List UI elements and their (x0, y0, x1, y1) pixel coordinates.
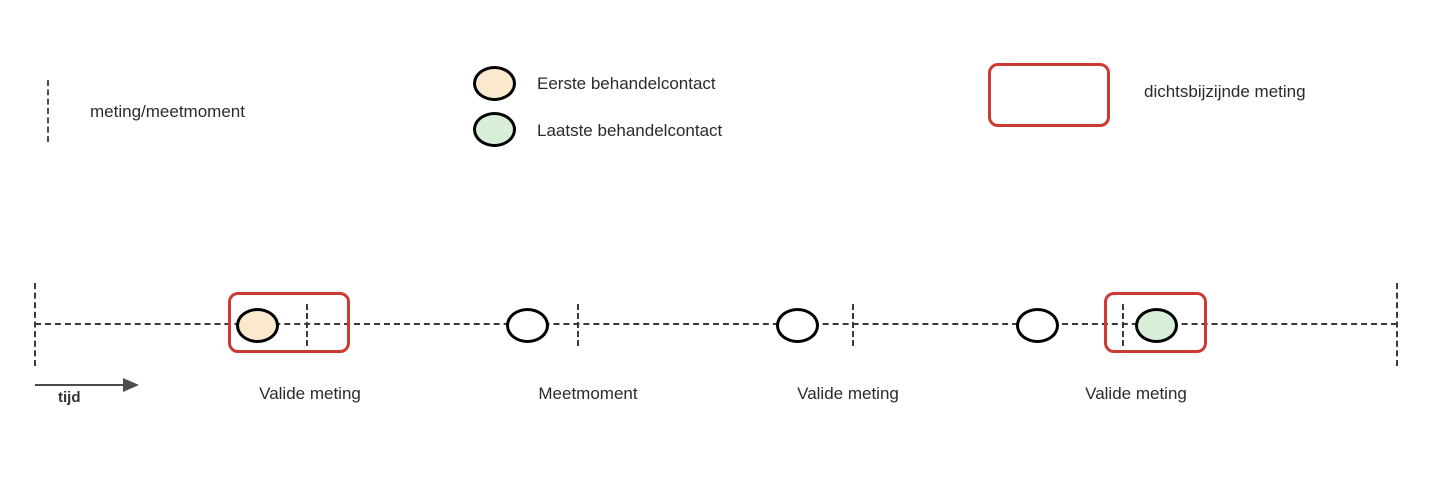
measurement-tick-2 (577, 304, 579, 346)
first-contact-circle-icon (473, 66, 516, 101)
time-arrow-line (35, 384, 125, 386)
last-contact-circle-icon (473, 112, 516, 147)
time-arrow-head-icon (123, 378, 139, 392)
measurement-tick-3 (852, 304, 854, 346)
timeline-end-delimiter (1396, 283, 1398, 366)
nearest-measurement-highlight-1 (228, 292, 350, 353)
last-contact-label: Laatste behandelcontact (537, 121, 723, 140)
meetmoment-marker-1 (506, 308, 549, 343)
first-contact-label: Eerste behandelcontact (537, 74, 716, 93)
measurement-tick-4 (1122, 304, 1124, 346)
timeline-start-delimiter (34, 283, 36, 366)
measurement-tick-1 (306, 304, 308, 346)
last-contact-marker (1135, 308, 1178, 343)
event-label-1: Valide meting (259, 384, 361, 403)
time-axis-label: tijd (58, 389, 81, 406)
event-label-4: Valide meting (1085, 384, 1187, 403)
measurement-line-label: meting/meetmoment (90, 102, 245, 121)
nearest-measurement-label: dichtsbijzijnde meting (1144, 82, 1306, 101)
first-contact-marker (236, 308, 279, 343)
nearest-measurement-highlight-2 (1104, 292, 1207, 353)
nearest-measurement-box-icon (988, 63, 1110, 127)
timeline-axis-line (35, 323, 1397, 325)
measurement-dashed-line-icon (47, 80, 49, 142)
event-label-2: Meetmoment (538, 384, 638, 403)
event-label-3: Valide meting (797, 384, 899, 403)
meetmoment-marker-3 (1016, 308, 1059, 343)
meetmoment-marker-2 (776, 308, 819, 343)
